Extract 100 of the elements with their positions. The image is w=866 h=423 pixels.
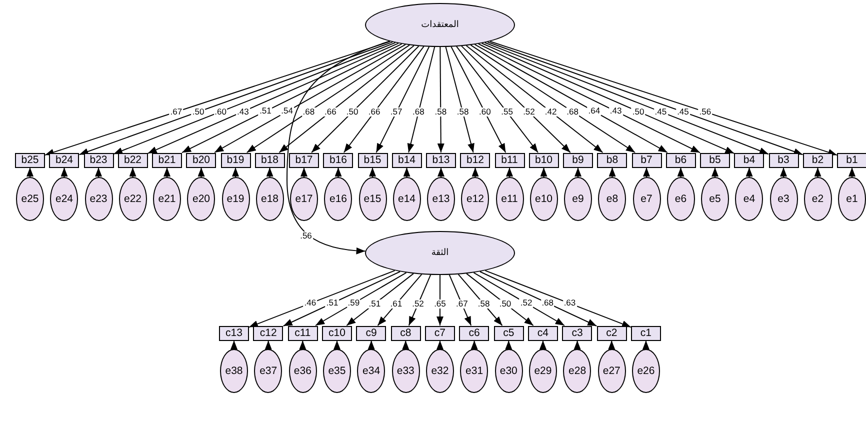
arrow <box>540 167 548 178</box>
arrow <box>214 44 406 153</box>
arrow <box>539 340 546 350</box>
arrow <box>472 167 479 178</box>
error-ellipse: e3 <box>770 177 798 221</box>
indicator-box: b13 <box>426 152 456 168</box>
error-ellipse: e6 <box>666 177 695 221</box>
error-ellipse: e17 <box>290 177 318 221</box>
arrow <box>315 272 407 326</box>
edge-label: .43 <box>236 107 250 116</box>
indicator-box: b19 <box>220 152 250 168</box>
arrow <box>712 167 718 178</box>
error-ellipse: e11 <box>496 177 524 221</box>
arrow <box>814 167 822 178</box>
indicator-box: b1 <box>837 152 866 168</box>
arrow <box>466 45 604 153</box>
arrow <box>182 43 402 154</box>
error-ellipse: e1 <box>838 177 866 221</box>
error-ellipse: e19 <box>222 177 250 221</box>
arrow <box>474 44 668 153</box>
indicator-box: c9 <box>356 326 386 340</box>
indicator-box: c3 <box>562 326 592 340</box>
edge-label: .50 <box>631 107 646 116</box>
edge-label: .66 <box>324 107 338 116</box>
arrow <box>450 46 506 153</box>
edge-label: .60 <box>214 107 228 116</box>
indicator-box: b21 <box>152 152 182 168</box>
edge-label: .52 <box>411 300 425 309</box>
arrow <box>479 271 598 326</box>
arrow <box>311 46 420 153</box>
edge-label: .42 <box>544 107 558 116</box>
edge-label: .51 <box>368 299 382 308</box>
edge-label: .64 <box>587 106 602 116</box>
error-ellipse: e8 <box>598 177 626 221</box>
error-ellipse: e30 <box>494 349 523 393</box>
edge-label: .67 <box>455 300 469 309</box>
arrow <box>368 340 375 350</box>
arrow <box>470 44 636 153</box>
arrow <box>230 340 238 350</box>
error-ellipse: e24 <box>50 177 78 221</box>
indicator-box: b17 <box>289 152 319 168</box>
arrow <box>574 167 582 178</box>
edge-label: .61 <box>389 300 404 308</box>
arrow <box>608 340 616 350</box>
arrow <box>246 44 410 153</box>
arrow <box>466 273 534 326</box>
indicator-box: b18 <box>254 152 285 168</box>
error-ellipse: e37 <box>254 349 282 393</box>
indicator-box: b12 <box>460 152 490 168</box>
error-ellipse: e22 <box>118 177 147 221</box>
error-ellipse: e23 <box>84 177 112 221</box>
indicator-box: c10 <box>322 326 352 340</box>
arrow <box>505 340 512 350</box>
arrow <box>574 340 581 350</box>
arrow <box>403 167 410 178</box>
arrow <box>278 45 414 153</box>
arrow <box>376 46 430 153</box>
indicator-box: c8 <box>390 326 421 340</box>
error-ellipse: e2 <box>804 177 832 221</box>
arrow <box>198 167 205 178</box>
latent-variable-ellipse: المعتقدات <box>365 3 515 47</box>
edge-label: .58 <box>456 108 470 117</box>
error-ellipse: e14 <box>392 177 421 221</box>
indicator-box: b5 <box>700 152 730 168</box>
error-ellipse: e29 <box>528 349 557 393</box>
error-ellipse: e27 <box>598 349 626 393</box>
arrow <box>300 167 308 178</box>
arrow <box>643 167 650 178</box>
error-ellipse: e9 <box>564 177 592 221</box>
edge-label: .56 <box>299 232 313 240</box>
arrow <box>436 340 444 350</box>
arrow <box>95 167 102 178</box>
error-ellipse: e32 <box>426 349 454 393</box>
edge-label: .67 <box>169 107 184 116</box>
arrow <box>461 46 571 153</box>
indicator-box: b11 <box>494 152 524 168</box>
indicator-box: b4 <box>734 152 764 168</box>
indicator-box: b15 <box>358 152 388 168</box>
indicator-box: c1 <box>630 326 661 340</box>
indicator-box: b20 <box>186 152 216 168</box>
edge-label: .68 <box>302 107 316 116</box>
indicator-box: b22 <box>118 152 148 168</box>
arrow <box>232 167 239 178</box>
arrow <box>346 273 414 326</box>
error-ellipse: e10 <box>530 177 558 221</box>
arrow <box>282 271 401 326</box>
error-ellipse: e7 <box>632 177 660 221</box>
edge-label: .46 <box>303 298 318 308</box>
edge-label: .43 <box>608 106 623 116</box>
error-ellipse: e15 <box>358 177 386 221</box>
arrow <box>473 272 565 326</box>
indicator-box: b23 <box>84 152 114 168</box>
arrow <box>334 167 342 178</box>
edge-label: .59 <box>346 298 361 308</box>
arrow <box>248 270 396 328</box>
arrow <box>264 340 272 350</box>
arrow <box>608 167 616 178</box>
error-ellipse: e4 <box>735 177 764 221</box>
indicator-box: b16 <box>323 152 354 168</box>
edge-label: .68 <box>566 107 580 116</box>
